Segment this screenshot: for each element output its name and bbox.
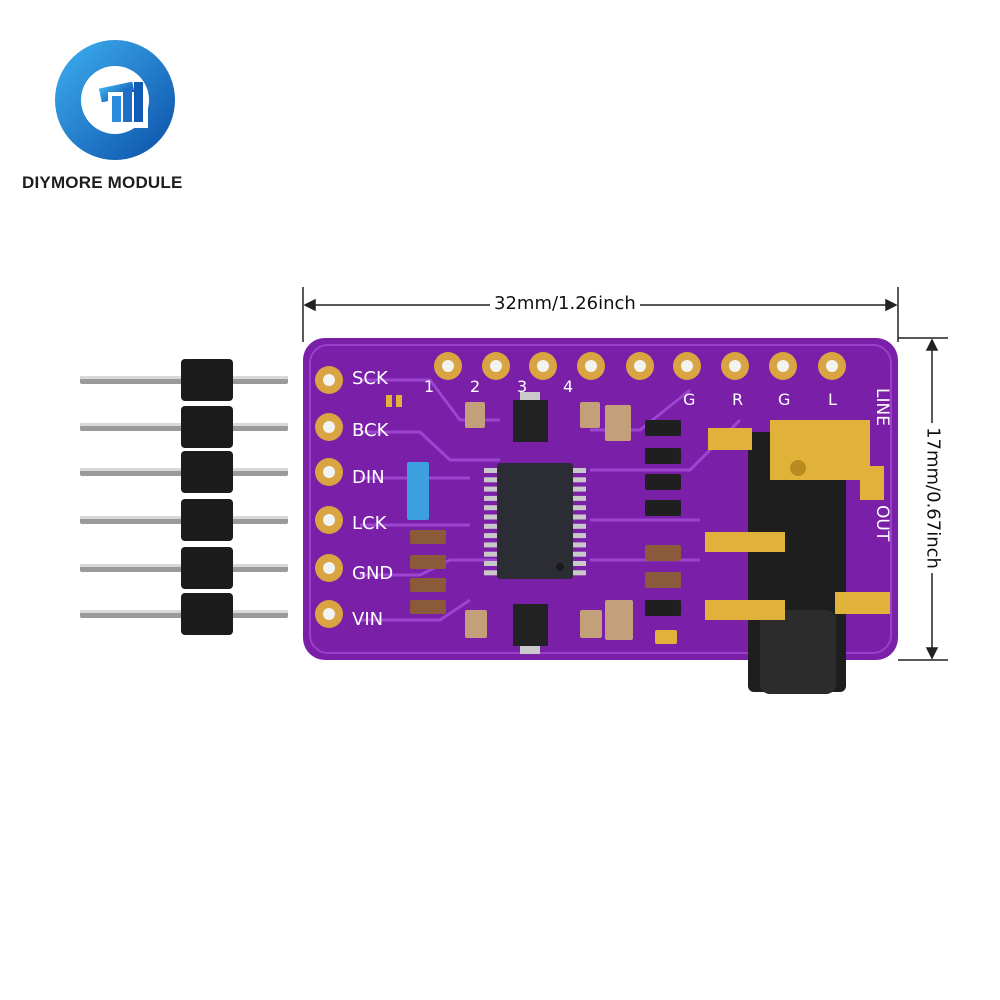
audio-jack-icon <box>705 420 890 694</box>
pin-label-vin: VIN <box>352 609 384 630</box>
pin-header-icon <box>80 359 288 635</box>
resistor-network <box>407 462 429 520</box>
top-label-1: 1 <box>424 377 435 396</box>
pin-label-gnd: GND <box>352 563 394 584</box>
pin-label-lck: LCK <box>352 513 387 534</box>
diymore-logo-icon <box>55 40 175 160</box>
brand-name: DIYMORE MODULE <box>22 173 183 192</box>
dac-chip <box>484 463 586 579</box>
top-label-g1: G <box>683 390 696 409</box>
top-label-g2: G <box>778 390 791 409</box>
pin-label-bck: BCK <box>352 420 389 441</box>
pin-label-din: DIN <box>352 467 385 488</box>
top-label-l: L <box>828 390 837 409</box>
top-label-3: 3 <box>517 377 528 396</box>
line-label: LINE <box>872 388 892 426</box>
out-label: OUT <box>872 505 892 542</box>
top-label-r: R <box>732 390 744 409</box>
top-label-4: 4 <box>563 377 574 396</box>
width-dimension-label: 32mm/1.26inch <box>490 293 640 314</box>
top-label-2: 2 <box>470 377 481 396</box>
pin-label-sck: SCK <box>352 368 388 389</box>
height-dimension-label: 17mm/0.67inch <box>922 423 944 573</box>
